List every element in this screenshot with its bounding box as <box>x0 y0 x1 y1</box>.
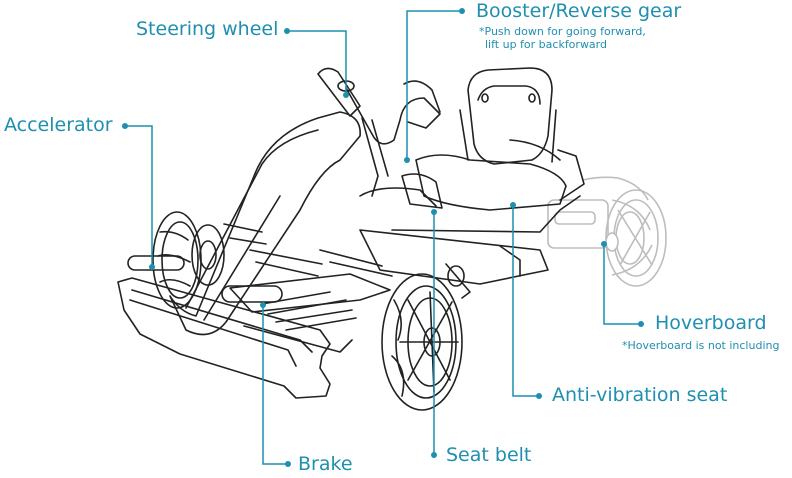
label-hoverboard: Hoverboard <box>655 312 767 334</box>
label-booster-reverse-gear: Booster/Reverse gear <box>476 0 682 22</box>
callout-lines <box>125 10 641 465</box>
hoverboard-art <box>547 176 667 287</box>
booster-note-line-2: lift up for backforward <box>485 38 607 51</box>
label-accelerator: Accelerator <box>4 114 113 136</box>
hoverboard-note: *Hoverboard is not including <box>622 339 780 352</box>
booster-note-line-1: *Push down for going forward, <box>479 25 646 38</box>
label-steering-wheel: Steering wheel <box>136 18 279 40</box>
label-anti-vibration-seat: Anti-vibration seat <box>552 384 728 406</box>
kart-art <box>117 67 585 411</box>
label-seat-belt: Seat belt <box>446 444 532 466</box>
label-brake: Brake <box>298 453 353 475</box>
callout-dots <box>122 8 644 467</box>
